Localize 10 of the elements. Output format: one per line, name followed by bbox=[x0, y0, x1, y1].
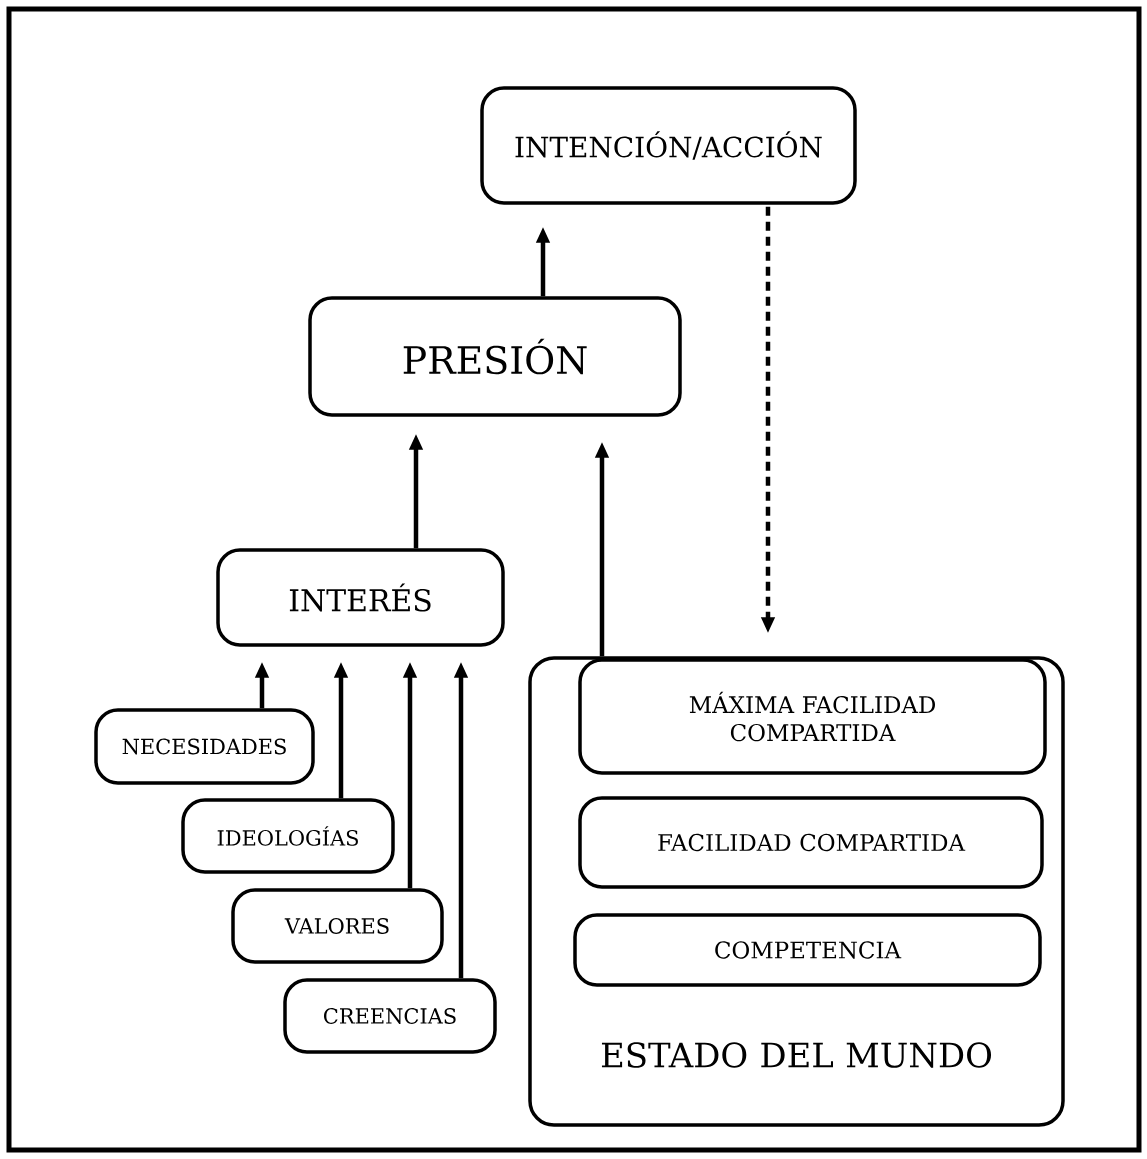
process-box: PRESIÓN bbox=[308, 296, 682, 417]
category-box: FACILIDAD COMPARTIDA bbox=[578, 796, 1044, 889]
category-box: IDEOLOGÍAS bbox=[181, 798, 395, 874]
category-box: NECESIDADES bbox=[94, 708, 315, 785]
category-box: COMPETENCIA bbox=[573, 913, 1042, 987]
process-box: INTERÉS bbox=[216, 548, 505, 647]
category-box: MÁXIMA FACILIDAD COMPARTIDA bbox=[578, 658, 1047, 775]
process-box: INTENCIÓN/ACCIÓN bbox=[480, 86, 857, 205]
category-box: CREENCIAS bbox=[283, 978, 497, 1054]
category-box: VALORES bbox=[231, 888, 444, 964]
